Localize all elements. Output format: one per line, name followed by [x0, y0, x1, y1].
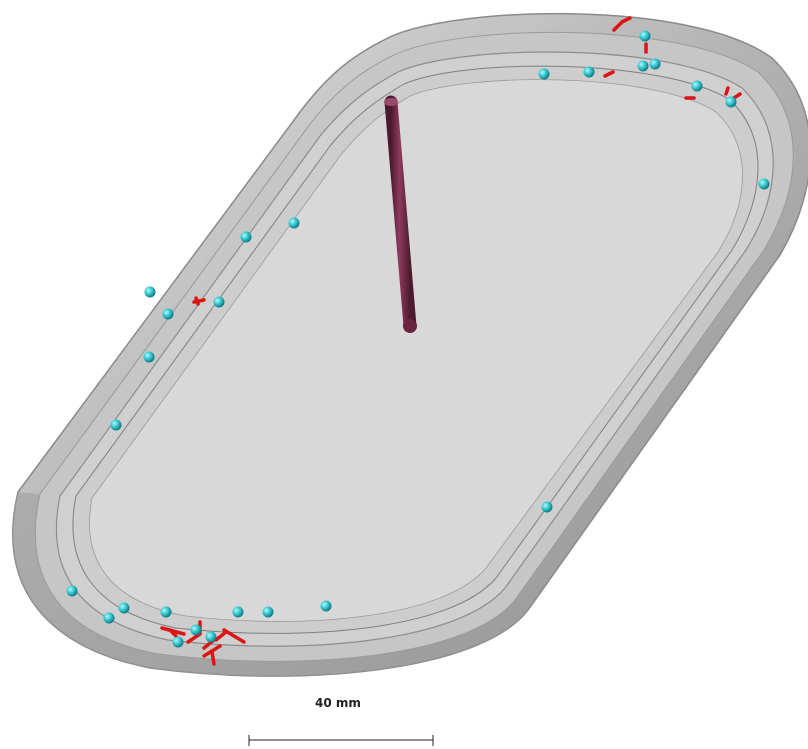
particle-sphere: [639, 30, 651, 42]
marker-fragment: [724, 86, 730, 96]
particle-sphere: [288, 217, 300, 229]
marker-fragment: [620, 16, 632, 24]
marker-group: [160, 16, 742, 666]
particle-sphere: [162, 308, 174, 320]
marker-fragment: [202, 644, 222, 658]
particle-sphere: [758, 178, 770, 190]
particle-sphere: [190, 624, 202, 636]
tray-floor: [89, 79, 743, 622]
rod: [384, 95, 417, 333]
particle-sphere: [213, 296, 225, 308]
marker-fragment: [168, 628, 178, 638]
tray: [12, 12, 808, 677]
rod-bottom-cap: [403, 319, 417, 333]
rod-top-cap: [384, 98, 398, 106]
particle-sphere: [240, 231, 252, 243]
particle-sphere: [110, 419, 122, 431]
particle-sphere: [143, 351, 155, 363]
scale-bar-label: 40 mm: [315, 696, 361, 710]
marker-fragment: [214, 630, 228, 642]
particle-sphere: [262, 606, 274, 618]
marker-fragment: [210, 650, 216, 666]
particle-sphere: [725, 96, 737, 108]
particle-sphere: [538, 68, 550, 80]
particle-sphere: [144, 286, 156, 298]
rod-body: [384, 95, 417, 333]
particle-sphere: [583, 66, 595, 78]
particle-sphere: [160, 606, 172, 618]
particle-sphere: [66, 585, 78, 597]
marker-fragment: [186, 632, 202, 644]
particle-sphere: [541, 501, 553, 513]
particle-group: [66, 30, 770, 648]
particle-sphere: [118, 602, 130, 614]
particle-sphere: [691, 80, 703, 92]
particle-sphere: [205, 631, 217, 643]
scale-bar: [248, 735, 434, 746]
particle-sphere: [103, 612, 115, 624]
marker-fragment: [612, 20, 624, 32]
marker-fragment: [194, 296, 200, 306]
particle-sphere: [637, 60, 649, 72]
marker-fragment: [732, 92, 742, 100]
particle-sphere: [649, 58, 661, 70]
particle-sphere: [172, 636, 184, 648]
marker-fragment: [603, 70, 615, 78]
particle-sphere: [232, 606, 244, 618]
marker-fragment: [222, 628, 246, 644]
particle-sphere: [320, 600, 332, 612]
